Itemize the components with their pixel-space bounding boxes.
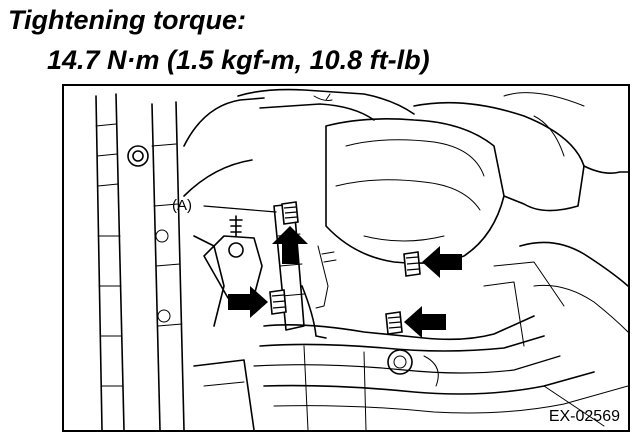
callout-label-a: (A): [172, 197, 192, 214]
bolt-arrow-icon: [404, 306, 446, 338]
illustration-frame: (A) EX-02569: [62, 84, 630, 432]
bolt-icon: [403, 251, 421, 277]
figure-code: EX-02569: [548, 408, 620, 425]
bolt-icon: [281, 201, 299, 225]
bolt-arrow-icon: [272, 226, 308, 264]
torque-value: 14.7 N·m (1.5 kgf-m, 10.8 ft-lb): [47, 45, 430, 75]
bolt-arrow-icon: [422, 246, 462, 278]
bolt-arrow-icon: [228, 286, 268, 318]
exhaust-illustration: [95, 88, 628, 430]
bolt-icon: [269, 289, 287, 315]
bolt-icon: [385, 311, 403, 335]
torque-title: Tightening torque:: [8, 5, 246, 35]
